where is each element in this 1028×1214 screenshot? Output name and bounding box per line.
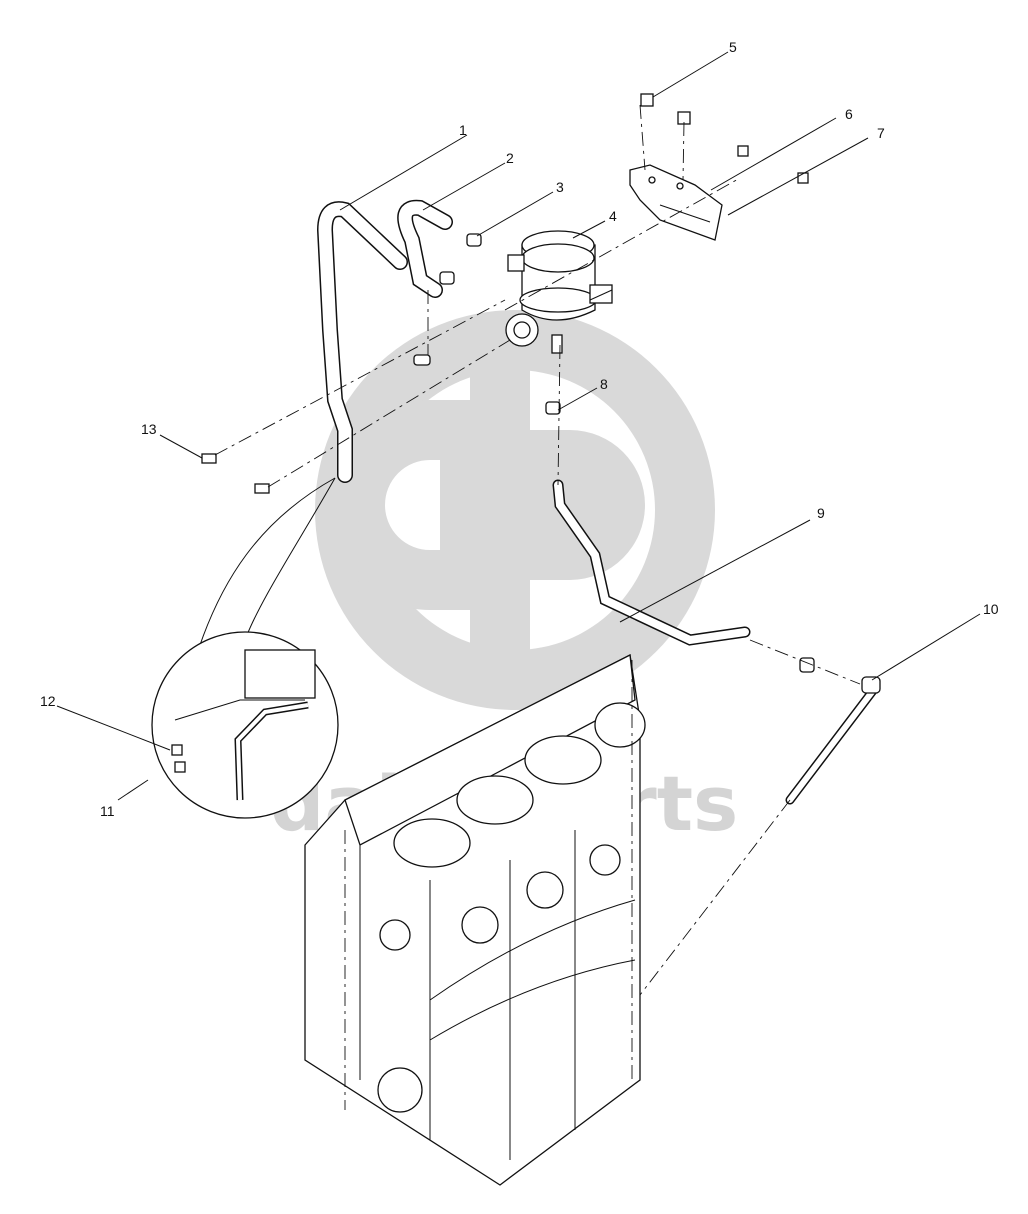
detail-inset xyxy=(151,477,339,819)
breather-hose-2 xyxy=(397,199,453,298)
callout-6: 6 xyxy=(845,106,853,122)
callout-10: 10 xyxy=(983,601,999,617)
tube-10 xyxy=(785,676,881,805)
breather-hose-1 xyxy=(316,201,408,483)
callout-2: 2 xyxy=(506,150,514,166)
callout-8: 8 xyxy=(600,376,608,392)
oil-separator-4 xyxy=(505,230,613,354)
gp-logo-icon xyxy=(315,310,715,710)
callout-9: 9 xyxy=(817,505,825,521)
mounting-bracket-6 xyxy=(629,164,723,241)
callout-7: 7 xyxy=(877,125,885,141)
callout-13: 13 xyxy=(141,421,157,437)
callout-4: 4 xyxy=(609,208,617,224)
leader-lines xyxy=(56,51,981,801)
callout-3: 3 xyxy=(556,179,564,195)
callout-12: 12 xyxy=(40,693,56,709)
callouts: 1 2 3 4 5 6 7 8 9 10 11 12 13 xyxy=(40,39,999,819)
assembly-lines xyxy=(214,104,861,996)
callout-11: 11 xyxy=(100,803,115,819)
hose-clamps xyxy=(413,233,815,673)
callout-1: 1 xyxy=(459,122,467,138)
oil-return-hose-9 xyxy=(552,479,751,646)
callout-5: 5 xyxy=(729,39,737,55)
engine-block xyxy=(304,653,646,1186)
